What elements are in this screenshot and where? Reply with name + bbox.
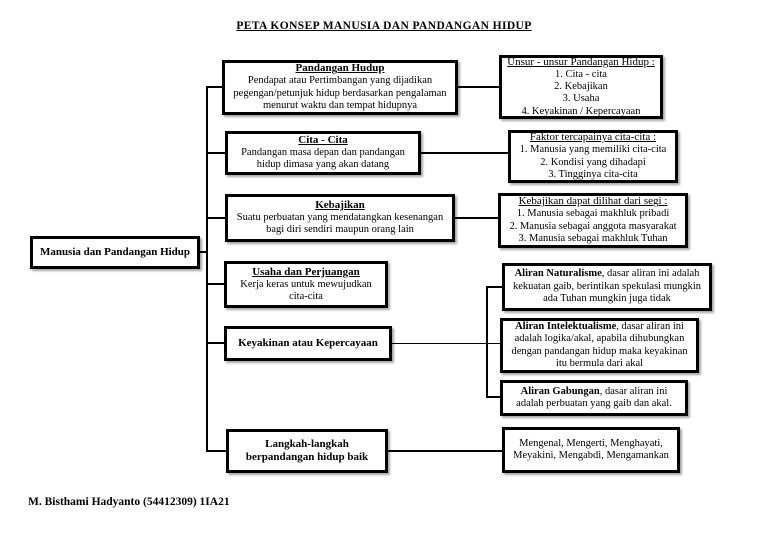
node-pandangan-body: Pendapat atau Pertimbangan yang dijadika… (233, 75, 447, 112)
node-pandangan-heading: Pandangan Hudup (295, 62, 385, 75)
detail-unsur-heading: Unsur - unsur Pandangan Hidup : (507, 55, 655, 68)
detail-gabungan-text: Aliran Gabungan, dasar aliran ini adalah… (507, 386, 681, 411)
connector-trunk-usaha (206, 283, 224, 285)
connector-trunk-cita (206, 152, 225, 154)
detail-segi-list: 1. Manusia sebagai makhluk pribadi 2. Ma… (505, 208, 681, 245)
detail-unsur-list: 1. Cita - cita 2. Kebajikan 3. Usaha 4. … (506, 69, 656, 119)
connector-kebajikan-segi (455, 217, 498, 219)
detail-faktor: Faktor tercapainya cita-cita : 1. Manusi… (508, 130, 678, 183)
list-item: 3. Usaha (562, 93, 600, 105)
node-keyakinan: Keyakinan atau Kepercayaan (224, 326, 392, 361)
node-usaha-perjuangan: Usaha dan Perjuangan Kerja keras untuk m… (224, 261, 388, 308)
connector-keyakinan-branch (392, 343, 500, 344)
detail-langkah-steps: Mengenal, Mengerti, Menghayati, Meyakini… (502, 427, 680, 473)
detail-naturalisme-body: , dasar aliran ini adalah kekuatan gaib,… (512, 268, 702, 305)
connector-trunk-kebajikan (206, 217, 225, 219)
detail-naturalisme: Aliran Naturalisme, dasar aliran ini ada… (502, 263, 712, 311)
node-root-label: Manusia dan Pandangan Hidup (39, 246, 191, 259)
node-pandangan-hidup: Pandangan Hudup Pendapat atau Pertimbang… (222, 60, 458, 115)
connector-left-trunk (206, 86, 208, 452)
node-kebajikan-body: Suatu perbuatan yang mendatangkan kesena… (236, 212, 444, 236)
connector-aliran-trunk (486, 286, 488, 398)
detail-gabungan-lead: Aliran Gabungan (520, 385, 600, 397)
node-keyakinan-label: Keyakinan atau Kepercayaan (238, 337, 378, 350)
connector-cita-faktor (421, 152, 508, 154)
detail-segi: Kebajikan dapat dilihat dari segi : 1. M… (498, 193, 688, 248)
page-title: PETA KONSEP MANUSIA DAN PANDANGAN HIDUP (236, 20, 532, 32)
node-langkah-label: Langkah-langkah berpandangan hidup baik (245, 438, 369, 463)
connector-pandangan-unsur (458, 86, 499, 88)
connector-root-to-trunk (200, 251, 208, 253)
connector-trunk-pandangan (206, 86, 222, 88)
detail-gabungan: Aliran Gabungan, dasar aliran ini adalah… (500, 380, 688, 416)
list-item: 2. Manusia sebagai anggota masyarakat (509, 220, 677, 232)
node-kebajikan-heading: Kebajikan (315, 199, 365, 212)
author-credit: M. Bisthami Hadyanto (54412309) 1IA21 (28, 496, 230, 508)
list-item: 3. Manusia sebagai makhluk Tuhan (518, 233, 668, 245)
list-item: 1. Cita - cita (555, 68, 607, 80)
detail-intelektualisme-text: Aliran Intelektualisme, dasar aliran ini… (507, 321, 692, 371)
node-usaha-heading: Usaha dan Perjuangan (252, 265, 360, 278)
node-usaha-body: Kerja keras untuk mewujudkan cita-cita (240, 278, 372, 302)
node-cita-heading: Cita - Cita (298, 134, 348, 147)
connector-trunk-gabungan (486, 396, 500, 398)
list-item: 4. Keyakinan / Kepercayaan (521, 105, 641, 117)
list-item: 2. Kebajikan (554, 81, 608, 93)
node-kebajikan: Kebajikan Suatu perbuatan yang mendatang… (225, 194, 455, 242)
detail-naturalisme-text: Aliran Naturalisme, dasar aliran ini ada… (509, 268, 705, 305)
list-item: 3. Tingginya cita-cita (548, 169, 638, 181)
detail-intelektualisme-lead: Aliran Intelektualisme (515, 320, 617, 332)
detail-naturalisme-lead: Aliran Naturalisme (514, 268, 602, 280)
node-langkah: Langkah-langkah berpandangan hidup baik (226, 429, 388, 473)
connector-trunk-naturalisme (486, 286, 502, 288)
list-item: 1. Manusia yang memiliki cita-cita (519, 144, 667, 156)
connector-trunk-langkah (206, 450, 226, 452)
detail-faktor-list: 1. Manusia yang memiliki cita-cita 2. Ko… (515, 144, 671, 181)
detail-faktor-heading: Faktor tercapainya cita-cita : (529, 131, 657, 144)
detail-intelektualisme-body: , dasar aliran ini adalah logika/akal, a… (511, 320, 688, 369)
detail-intelektualisme: Aliran Intelektualisme, dasar aliran ini… (500, 318, 699, 373)
connector-trunk-keyakinan (206, 342, 224, 344)
detail-langkah-steps-body: Mengenal, Mengerti, Menghayati, Meyakini… (513, 437, 669, 461)
node-cita-cita: Cita - Cita Pandangan masa depan dan pan… (225, 131, 421, 175)
node-root: Manusia dan Pandangan Hidup (30, 236, 200, 269)
detail-gabungan-body: , dasar aliran ini adalah perbuatan yang… (516, 385, 672, 409)
connector-langkah-steps (388, 450, 502, 452)
list-item: 2. Kondisi yang dihadapi (540, 156, 646, 168)
detail-unsur: Unsur - unsur Pandangan Hidup : 1. Cita … (499, 55, 663, 119)
node-cita-body: Pandangan masa depan dan pandangan hidup… (241, 147, 405, 171)
list-item: 1. Manusia sebagai makhluk pribadi (516, 208, 670, 220)
detail-segi-heading: Kebajikan dapat dilihat dari segi : (518, 195, 668, 208)
